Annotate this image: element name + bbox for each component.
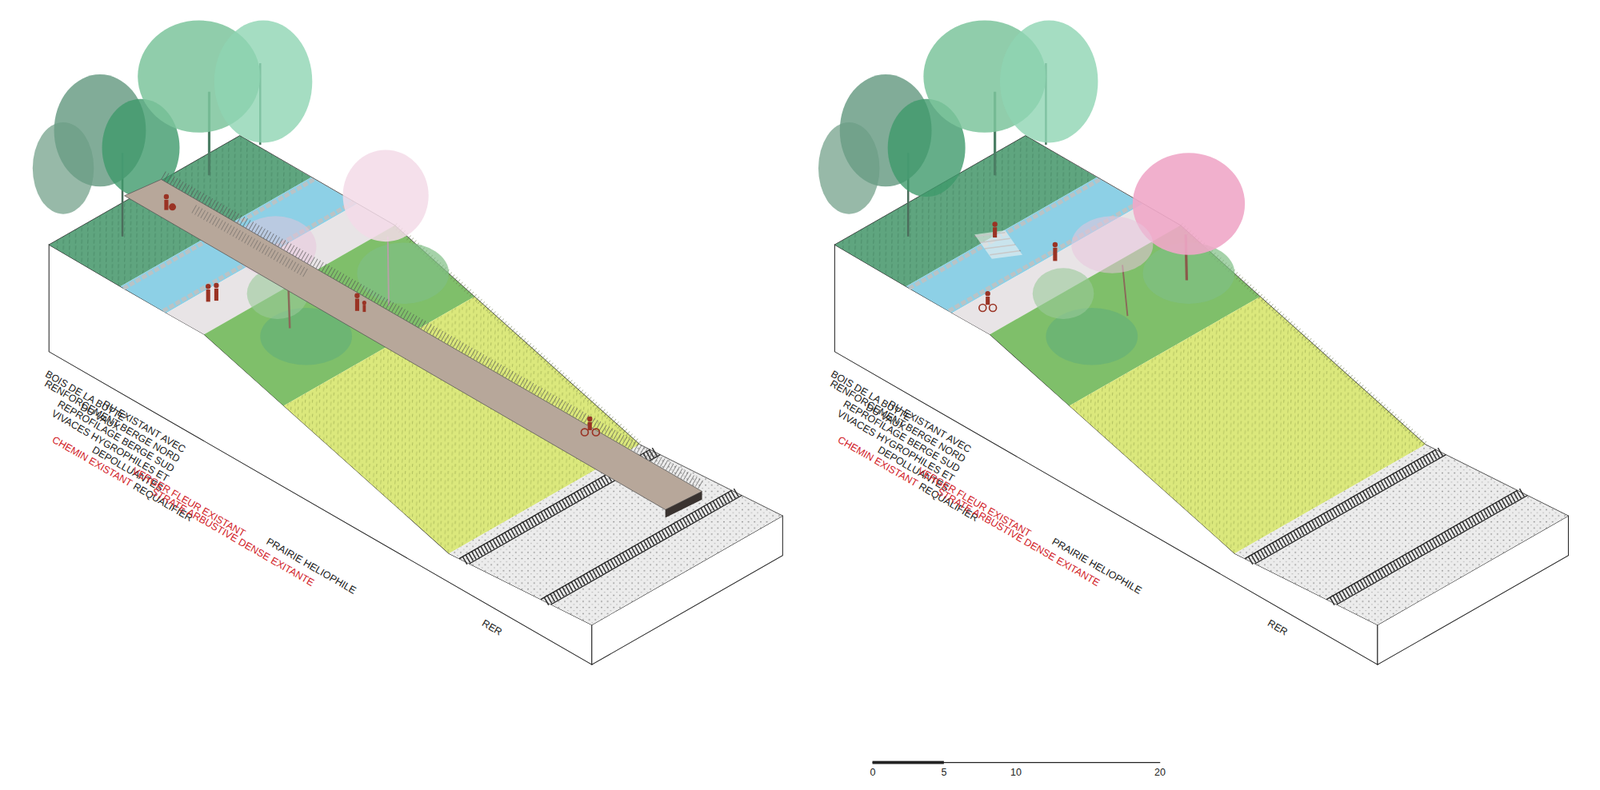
label-text: RER xyxy=(1265,617,1290,638)
scale-number: 10 xyxy=(1010,767,1022,779)
label-text: 10 xyxy=(1010,767,1022,779)
label-text: 5 xyxy=(941,767,948,779)
existing-zone-text: STRATE ARBUSTIVE DENSE EXITANTE xyxy=(149,486,316,589)
label-text: RER xyxy=(480,617,504,638)
label-text: 0 xyxy=(870,767,876,779)
zone-label: VERGER FLEUR EXISTANT xyxy=(130,465,248,540)
zone-label: STRATE ARBUSTIVE DENSE EXITANTE xyxy=(935,486,1102,589)
existing-zone-text: STRATE ARBUSTIVE DENSE EXITANTE xyxy=(935,486,1102,589)
label-text: 20 xyxy=(1154,767,1166,779)
zone-label: STRATE ARBUSTIVE DENSE EXITANTE xyxy=(149,486,316,589)
scale-number: 0 xyxy=(870,767,876,779)
scale-number: 5 xyxy=(941,767,948,779)
existing-zone-text: VERGER FLEUR EXISTANT xyxy=(916,465,1033,540)
zone-label: VERGER FLEUR EXISTANT xyxy=(916,465,1033,540)
scale-number: 20 xyxy=(1154,767,1166,779)
zone-label: RER xyxy=(1265,617,1290,638)
existing-zone-text: VERGER FLEUR EXISTANT xyxy=(130,465,248,540)
zone-label: RER xyxy=(480,617,504,638)
